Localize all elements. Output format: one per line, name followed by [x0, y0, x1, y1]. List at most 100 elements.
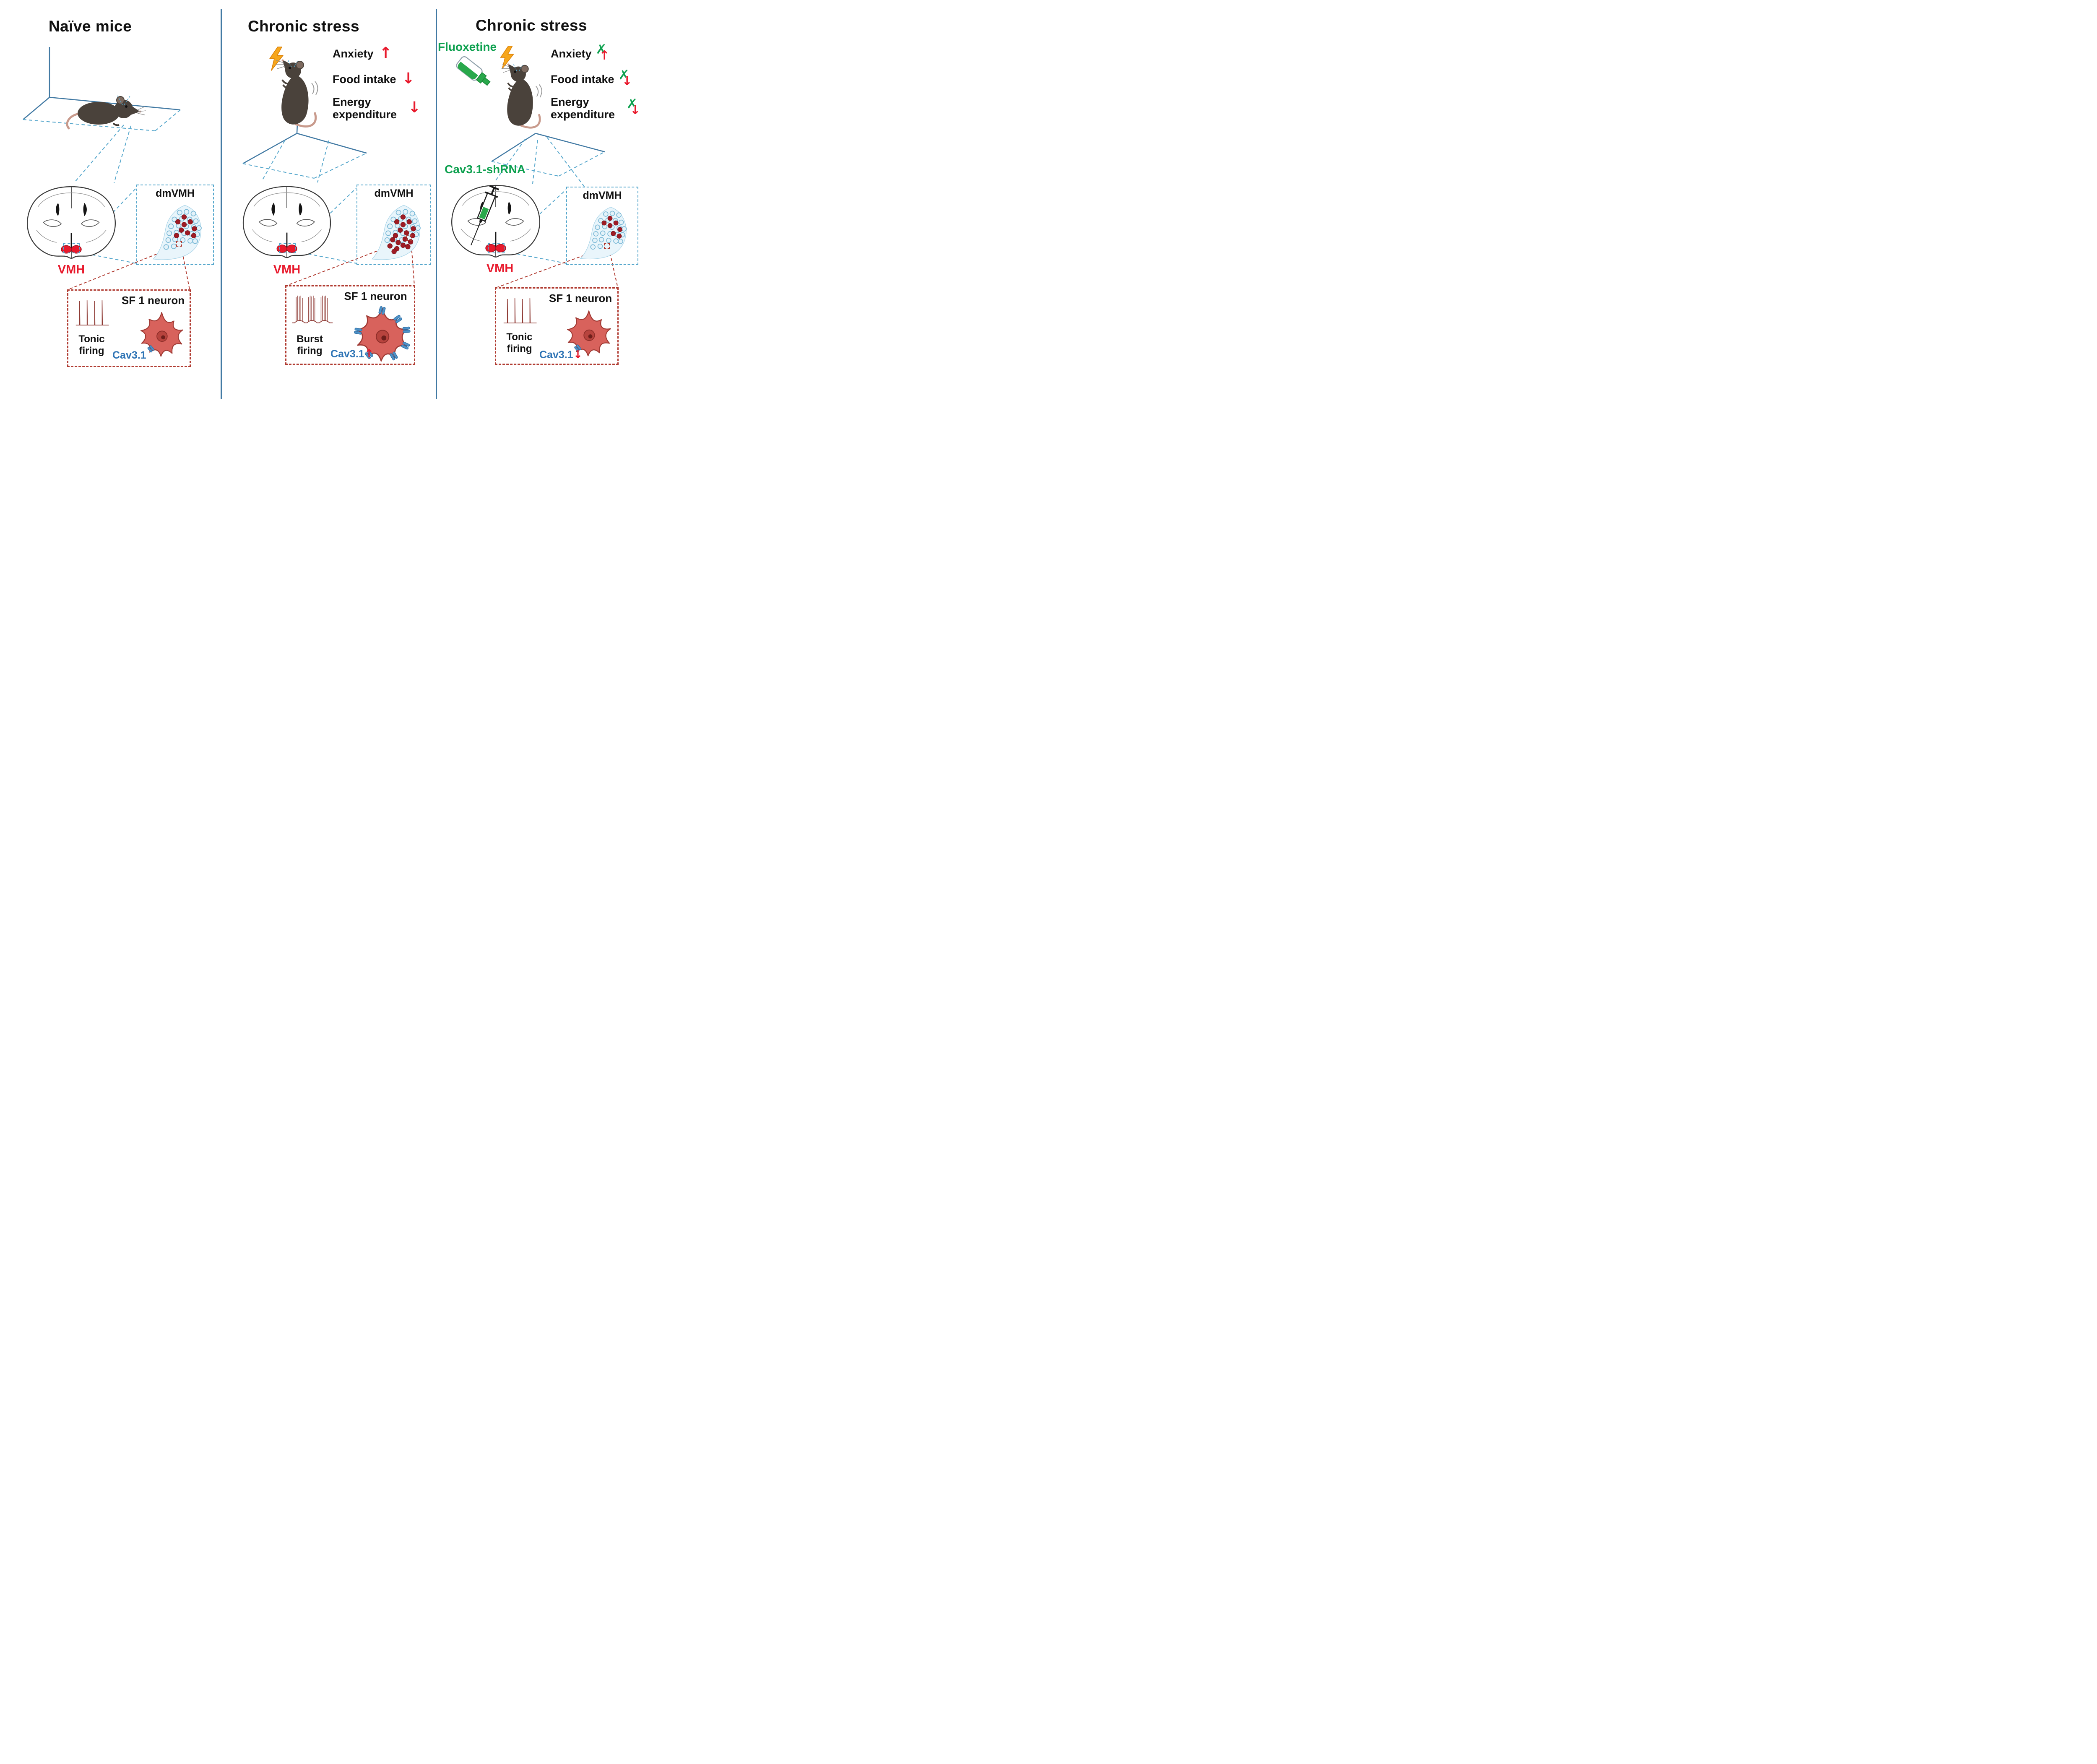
cav31-label: Cav3.1↑: [330, 347, 374, 360]
neuron-cell: [609, 211, 615, 216]
panel-title: Chronic stress: [475, 17, 588, 34]
outcome-label: Anxiety: [333, 47, 374, 60]
cav31-expressing-cell: [391, 249, 397, 254]
sf1-neuron-inset: SF 1 neuron Tonic firing Cav3.1↓: [495, 287, 619, 365]
mouse-crouching-icon: [66, 95, 146, 130]
cav31-shrna-label: Cav3.1-shRNA: [445, 163, 526, 176]
sf1-neuron-inset: SF 1 neuron Tonic firing Cav3.1: [67, 289, 191, 367]
syringe-icon: [471, 185, 500, 246]
vmh-region: [495, 244, 506, 252]
neuron-cell: [606, 237, 611, 243]
vmh-zoom-source-box: [488, 243, 505, 253]
dmvmh-inset-box: dmVMH: [356, 185, 431, 265]
neuron-cell: [595, 224, 600, 230]
neuron-cell: [167, 230, 172, 236]
cav31-text: Cav3.1: [112, 349, 146, 361]
trend-arrow-icon: ↑✗: [379, 44, 392, 62]
trend-arrow-blocked-icon: ↓✗: [618, 68, 632, 88]
outcome-anxiety: Anxiety ↑✗: [333, 44, 421, 63]
cav31-expressing-cell: [617, 234, 622, 239]
panel-divider: [221, 9, 222, 399]
sf1-neuron-title: SF 1 neuron: [344, 290, 407, 302]
sf1-neuron-icon: [567, 310, 611, 356]
burst-firing-trace-icon: [292, 295, 333, 323]
cav31-label: Cav3.1: [112, 349, 146, 362]
cav31-channel-icon: [147, 345, 155, 353]
cav31-expressing-cell: [395, 240, 401, 245]
cav31-expressing-cell: [174, 233, 180, 238]
trend-arrow-blocked-icon: ↑✗: [596, 42, 610, 63]
neuron-cell: [603, 211, 609, 217]
vmh-zoom-source-box: [63, 243, 80, 253]
tonic-firing-trace-icon: [75, 300, 109, 326]
cav31-text: Cav3.1: [330, 348, 364, 360]
sf1-neuron-title: SF 1 neuron: [549, 292, 612, 304]
fluoxetine-bottle-icon: [456, 56, 491, 86]
vmh-zoom-source-box: [279, 243, 296, 253]
neuron-cell: [192, 238, 198, 244]
neuron-cell: [190, 211, 196, 216]
outcome-label: Food intake: [551, 73, 614, 86]
brain-coronal-icon: [27, 186, 116, 259]
cav31-channel-icon: [364, 350, 373, 359]
neuron-cell: [171, 243, 177, 249]
trend-arrow-blocked-icon: ↓✗: [627, 96, 641, 118]
trend-arrow-icon: ↓✗: [408, 99, 421, 117]
cav31-expressing-cell: [400, 214, 406, 220]
cav31-channel-icon: [393, 315, 403, 323]
cav31-channel-icon: [390, 351, 398, 361]
cav31-expressing-cell: [607, 223, 613, 228]
cav31-expressing-cell: [179, 227, 184, 233]
outcome-label: Energy expenditure: [551, 96, 615, 121]
behavior-outcomes: Anxiety ↑✗ Food intake ↓✗ Energy expendi…: [551, 42, 641, 121]
cav31-channel-icon: [401, 341, 410, 350]
cav31-expressing-cell: [181, 222, 187, 227]
mouse-rearing-icon: [501, 63, 542, 129]
neuron-cell: [593, 231, 599, 237]
cell-population: [590, 211, 627, 250]
cav31-expressing-cell: [192, 226, 197, 232]
sf1-neuron-inset: SF 1 neuron Burst firing Cav3.1↑: [285, 285, 415, 365]
open-field-corner-icon: [491, 133, 605, 162]
zoom-region-box: [406, 235, 412, 241]
neuron-cell: [597, 243, 603, 249]
cav31-expressing-cell: [191, 233, 197, 238]
neuron-cell: [184, 209, 190, 215]
cell-population: [384, 209, 421, 254]
cav31-expressing-cell: [400, 242, 406, 248]
panel-chronic-stress: Chronic stress Anxiety ↑✗ Food intake: [222, 0, 435, 406]
cav31-expressing-cell: [607, 216, 613, 221]
dmvmh-label: dmVMH: [583, 190, 622, 201]
panel-chronic-stress-treated: Chronic stress Fluoxetine: [437, 0, 652, 406]
cav31-text: Cav3.1: [539, 349, 573, 361]
cav31-expressing-cell: [181, 214, 187, 220]
sf1-neuron-icon: [140, 312, 184, 357]
fluoxetine-label: Fluoxetine: [438, 40, 497, 53]
lightning-bolt-icon: [269, 47, 284, 71]
neuron-cell: [163, 244, 169, 250]
cav31-expressing-cell: [394, 219, 400, 225]
neuron-cell: [621, 226, 627, 232]
neuron-cell: [165, 237, 171, 243]
cav31-expressing-cell: [387, 243, 393, 249]
neuron-cell: [187, 238, 193, 244]
cav31-label: Cav3.1↓: [539, 348, 583, 361]
cav31-expressing-cell: [613, 220, 619, 226]
panel-naive-mice: Naïve mice VMH: [0, 0, 220, 406]
neuron-cell: [613, 238, 619, 244]
neuron-cell: [415, 225, 421, 231]
tonic-firing-trace-icon: [503, 298, 537, 324]
outcome-energy-expenditure: Energy expenditure ↓✗: [333, 96, 421, 121]
panel-title: Chronic stress: [247, 18, 360, 35]
mouse-rearing-icon: [276, 59, 318, 127]
cav31-expressing-cell: [406, 219, 412, 225]
outcome-energy-expenditure: Energy expenditure ↓✗: [551, 96, 641, 121]
cav31-expressing-cell: [398, 227, 403, 233]
outcome-food-intake: Food intake ↓✗: [333, 70, 421, 88]
neuron-cell: [409, 211, 415, 216]
graphical-abstract: Naïve mice VMH: [0, 0, 652, 406]
firing-pattern-label: Burst firing: [297, 333, 323, 356]
panel-title: Naïve mice: [48, 18, 132, 35]
cav31-change-arrow: ↑: [364, 347, 374, 360]
neuron-cell: [196, 225, 202, 231]
